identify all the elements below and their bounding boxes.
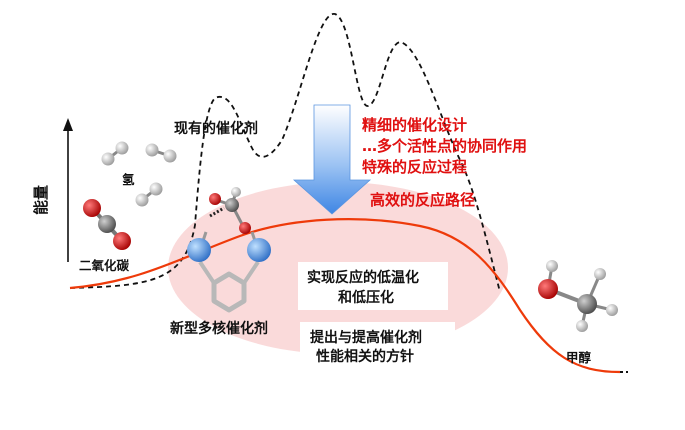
efficient-reaction-path: [69, 218, 621, 374]
reaction-condition-box: [298, 262, 448, 310]
efficient-path-label: 高效的反应路径: [370, 191, 475, 209]
energy-axis-label: 能量: [32, 185, 50, 215]
design-note-2: …多个活性点的协同作用: [362, 137, 527, 155]
low-temperature-label: 实现反应的低温化: [307, 269, 419, 286]
design-note-1: 精细的催化设计: [362, 116, 467, 134]
current-catalyst-label: 现有的催化剂: [174, 120, 258, 137]
hydrogen-molecule-2: [145, 143, 177, 163]
guideline-label-line-1: 提出与提高催化剂: [310, 329, 422, 346]
carbon-dioxide-molecule: [83, 199, 131, 250]
guideline-box: [300, 322, 455, 368]
new-catalyst-label: 新型多核催化剂: [170, 320, 268, 337]
hydrogen-label: 氢: [122, 172, 135, 187]
improvement-arrow: [292, 104, 372, 215]
methanol-molecule: [538, 260, 618, 332]
guideline-label-line-2: 性能相关的方针: [316, 348, 414, 365]
low-pressure-label: 和低压化: [338, 289, 394, 306]
design-note-3: 特殊的反应过程: [362, 158, 467, 176]
hydrogen-molecule-1: [101, 141, 129, 166]
methanol-label: 甲醇: [566, 350, 592, 365]
current-catalyst-path: [69, 13, 501, 293]
energy-axis: [63, 118, 73, 262]
hydrogen-molecule-3: [135, 182, 163, 207]
carbon-dioxide-label: 二氧化碳: [79, 258, 130, 273]
multinuclear-catalyst-structure: [187, 187, 271, 313]
